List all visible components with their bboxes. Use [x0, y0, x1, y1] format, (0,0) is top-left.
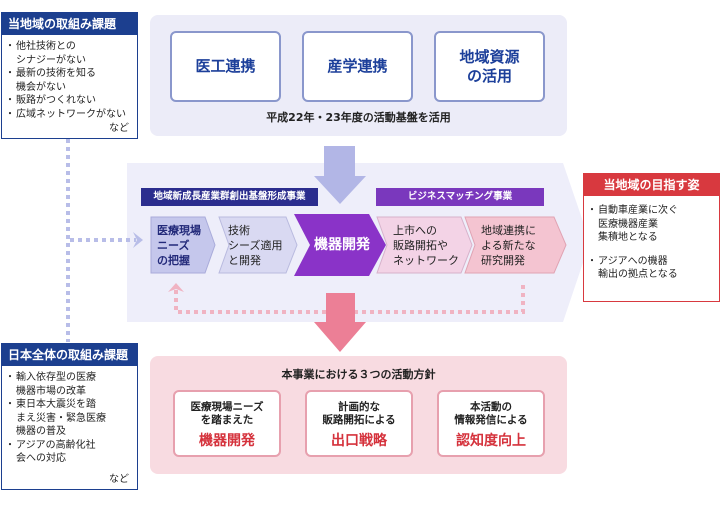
goal-title: 当地域の目指す姿	[584, 174, 719, 196]
step-chevron-5	[464, 216, 567, 274]
step-market-channel: 上市への 販路開拓や ネットワーク	[393, 223, 459, 267]
list-item: 東日本大震災を踏 まえ災害・緊急医療 機器の普及	[5, 398, 131, 439]
policy-box-main: 認知度向上	[456, 433, 526, 449]
national-issues-title: 日本全体の取組み課題	[2, 344, 137, 366]
policy-box-device-development: 医療現場ニーズ を踏まえた 機器開発	[173, 390, 281, 457]
policy-caption: 本事業における３つの活動方針	[281, 368, 436, 381]
local-issues-title: 当地域の取組み課題	[2, 13, 137, 35]
step-chevron-4	[376, 216, 473, 274]
list-item: 自動車産業に次ぐ 医療機器産業 集積地となる	[587, 204, 713, 245]
policy-box-main: 機器開発	[199, 433, 255, 449]
step-chevron-3	[294, 214, 386, 276]
feedback-arrow-icon	[168, 283, 184, 292]
list-item: 輸入依存型の医療 機器市場の改革	[5, 371, 131, 398]
foundation-box-regional-resources: 地域資源 の活用	[434, 31, 545, 102]
policy-box-main: 出口戦略	[331, 433, 387, 449]
step-regional-research: 地域連携に よる新たな 研究開発	[481, 223, 536, 267]
goal-box: 当地域の目指す姿 自動車産業に次ぐ 医療機器産業 集積地となる アジアへの機器 …	[583, 173, 720, 302]
list-item: アジアへの機器 輸出の拠点となる	[587, 255, 713, 282]
list-item: 他社技術との シナジーがない	[5, 40, 131, 67]
national-issues-box: 日本全体の取組み課題 輸入依存型の医療 機器市場の改革 東日本大震災を踏 まえ災…	[1, 343, 138, 490]
national-issues-suffix: など	[109, 474, 129, 485]
down-arrow-bottom-icon	[314, 293, 366, 352]
goal-list: 自動車産業に次ぐ 医療機器産業 集積地となる アジアへの機器 輸出の拠点となる	[584, 196, 719, 282]
local-issues-box: 当地域の取組み課題 他社技術との シナジーがない 最新の技術を知る 機会がない …	[1, 12, 138, 139]
national-issues-list: 輸入依存型の医療 機器市場の改革 東日本大震災を踏 まえ災害・緊急医療 機器の普…	[2, 366, 137, 466]
down-arrow-top-icon	[314, 146, 366, 204]
foundation-box-medical-engineering: 医工連携	[170, 31, 281, 102]
policy-box-sub: 医療現場ニーズ を踏まえた	[190, 401, 264, 426]
step-technology-development: 技術 シーズ適用 と開発	[228, 223, 283, 267]
policy-box-awareness: 本活動の 情報発信による 認知度向上	[437, 390, 545, 457]
list-item: 最新の技術を知る 機会がない	[5, 67, 131, 94]
local-issues-list: 他社技術との シナジーがない 最新の技術を知る 機会がない 販路がつくれない 広…	[2, 35, 137, 121]
tag-business-matching: ビジネスマッチング事業	[376, 188, 544, 206]
list-item: アジアの高齢化社 会への対応	[5, 439, 131, 466]
policy-box-exit-strategy: 計画的な 販路開拓による 出口戦略	[305, 390, 413, 457]
foundation-caption: 平成22年・23年度の活動基盤を活用	[266, 111, 451, 124]
policy-box-sub: 計画的な 販路開拓による	[322, 401, 396, 426]
policy-box-sub: 本活動の 情報発信による	[454, 401, 528, 426]
step-device-development: 機器開発	[314, 236, 370, 253]
tag-regional-growth-project: 地域新成長産業群創出基盤形成事業	[141, 188, 318, 206]
foundation-box-industry-academia: 産学連携	[302, 31, 413, 102]
step-chevron-2	[218, 216, 298, 274]
connector-chevron-icon	[133, 232, 143, 248]
step-chevron-1	[150, 216, 216, 274]
step-needs-assessment: 医療現場 ニーズ の把握	[157, 223, 201, 267]
list-item: 広域ネットワークがない	[5, 108, 131, 122]
list-item: 販路がつくれない	[5, 94, 131, 108]
local-issues-suffix: など	[109, 123, 129, 134]
